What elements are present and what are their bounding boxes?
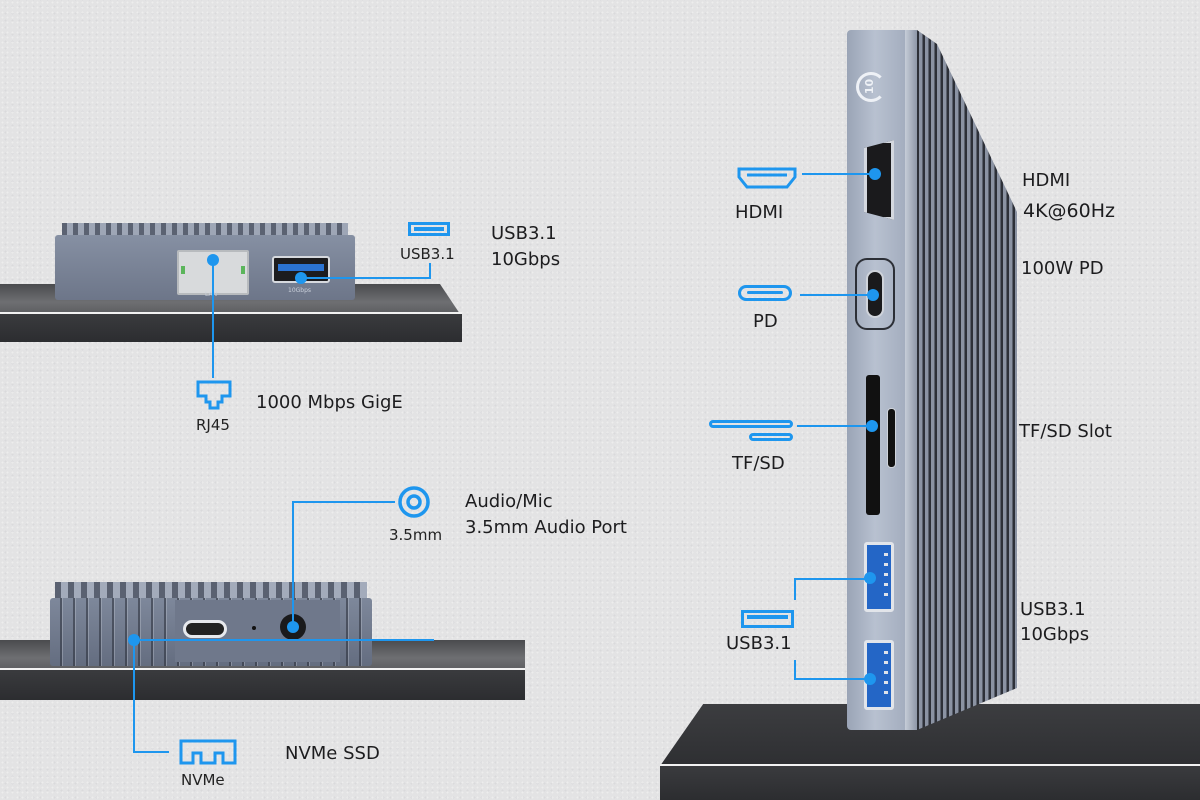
dock-heatsink-fins	[917, 30, 1017, 730]
ethernet-icon	[196, 380, 232, 410]
audio-port-marker	[287, 621, 299, 633]
sd-spec-label: TF/SD Slot	[1019, 421, 1112, 442]
audio-spec-subtitle: 3.5mm Audio Port	[465, 517, 627, 538]
tf-card-slot	[887, 408, 896, 468]
usb-c-front-port	[183, 620, 227, 638]
usb-port-marker	[295, 272, 307, 284]
rj45-port-marker	[207, 254, 219, 266]
usb-lower-marker	[864, 673, 876, 685]
usb-upper-connector-vertical	[794, 578, 796, 600]
usb-right-spec-title: USB3.1	[1020, 599, 1086, 620]
sd-connector-line	[797, 425, 869, 427]
usb-a-icon-right	[741, 610, 794, 628]
usb-c-icon	[738, 285, 792, 301]
nvme-connector-line-horizontal	[134, 639, 434, 641]
pd-connector-line	[800, 294, 870, 296]
usb-upper-connector-line	[794, 578, 866, 580]
audio-jack-icon	[398, 486, 430, 518]
pd-icon-caption: PD	[753, 311, 778, 332]
sd-card-icon	[709, 420, 793, 442]
shelf-right-front	[660, 764, 1200, 800]
nvme-connector-line	[133, 640, 135, 752]
audio-spec-title: Audio/Mic	[465, 491, 553, 512]
shelf-top-left-front	[0, 312, 462, 342]
lan-port-label: LAN	[205, 291, 217, 298]
hdmi-icon	[737, 167, 797, 189]
usb-lower-connector-vertical	[794, 660, 796, 680]
hdmi-connector-line	[802, 173, 872, 175]
usb-upper-marker	[864, 572, 876, 584]
usb-port-lower	[864, 640, 894, 710]
rj45-icon-caption: RJ45	[196, 416, 230, 434]
usb-connector-line	[303, 277, 430, 279]
hdmi-spec-subtitle: 4K@60Hz	[1023, 200, 1115, 222]
usb-icon-caption: USB3.1	[400, 245, 455, 263]
nvme-icon	[179, 739, 237, 765]
hdmi-port	[864, 140, 894, 220]
brand-logo-icon	[856, 72, 886, 102]
usb-spec-title: USB3.1	[491, 223, 557, 244]
hdmi-spec-title: HDMI	[1022, 170, 1071, 191]
sd-card-slot	[866, 375, 880, 515]
rj45-connector-line	[212, 262, 214, 378]
hdmi-port-marker	[869, 168, 881, 180]
dock-front-edge	[905, 30, 917, 730]
usb-right-icon-caption: USB3.1	[726, 633, 792, 654]
brand-logo-text: 10	[863, 78, 877, 95]
usb-right-spec-subtitle: 10Gbps	[1020, 624, 1090, 645]
nvme-connector-line-foot	[133, 751, 169, 753]
nvme-icon-caption: NVMe	[181, 771, 225, 789]
shelf-bottom-left-front	[0, 668, 525, 700]
device-heatsink-fins	[55, 582, 367, 600]
usb-a-icon	[408, 222, 450, 236]
audio-connector-line	[292, 501, 294, 625]
sd-icon-caption: TF/SD	[732, 453, 785, 474]
sd-slot-marker	[866, 420, 878, 432]
audio-icon-caption: 3.5mm	[389, 526, 443, 544]
usb-connector-line-vertical	[429, 263, 431, 279]
usb-spec-subtitle: 10Gbps	[491, 249, 561, 270]
pd-port-marker	[867, 289, 879, 301]
usb-port-speed-label: 10Gbps	[288, 287, 312, 294]
device-heatsink-fins	[62, 223, 348, 237]
usb-lower-connector-line	[794, 678, 866, 680]
hdmi-icon-caption: HDMI	[735, 202, 784, 223]
rj45-spec-label: 1000 Mbps GigE	[256, 392, 403, 413]
audio-connector-line-horizontal	[292, 501, 395, 503]
status-led	[252, 626, 256, 630]
nvme-spec-label: NVMe SSD	[285, 743, 380, 764]
pd-spec-label: 100W PD	[1021, 258, 1104, 279]
